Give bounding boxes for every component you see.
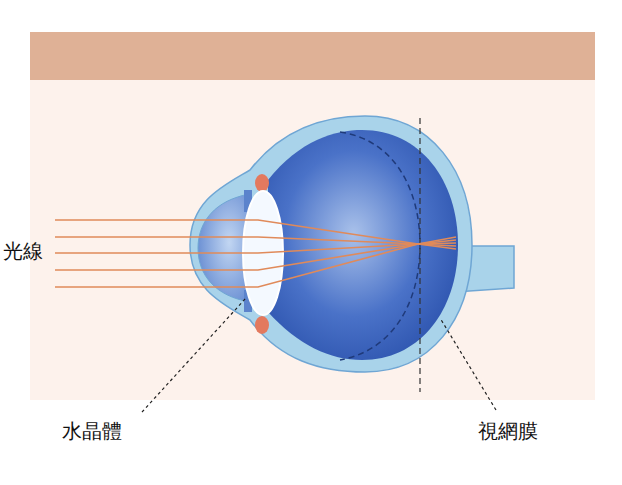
retina-position-line [419, 118, 420, 392]
retina-label: 視網膜 [478, 420, 538, 442]
leader-line [142, 298, 246, 412]
leader-line [440, 318, 496, 410]
lens-label: 水晶體 [62, 420, 122, 442]
ciliary-body [255, 316, 269, 334]
light-rays [55, 220, 456, 287]
background-panel [30, 80, 595, 400]
ciliary-body [255, 174, 269, 192]
light-label: 光線 [3, 240, 43, 262]
top-band [30, 32, 595, 80]
